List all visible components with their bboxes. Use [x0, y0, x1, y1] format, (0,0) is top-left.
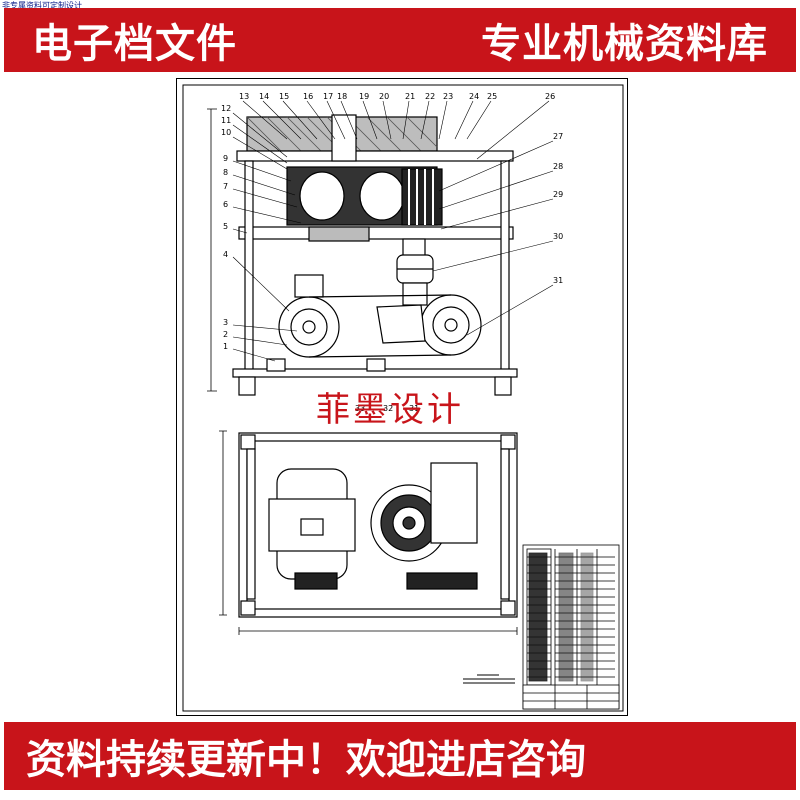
svg-text:21: 21 [405, 92, 415, 101]
banner-right-text: 专业机械资料库 [481, 21, 768, 67]
svg-text:31: 31 [553, 276, 563, 285]
svg-text:25: 25 [487, 92, 497, 101]
watermark-text: 菲墨设计 [316, 390, 464, 430]
reducer [376, 304, 426, 344]
svg-text:11: 11 [221, 116, 231, 125]
svg-text:3: 3 [223, 318, 228, 327]
svg-text:4: 4 [223, 250, 228, 259]
svg-text:23: 23 [443, 92, 453, 101]
svg-text:33: 33 [355, 404, 365, 413]
gearbox [430, 462, 478, 544]
leader-lines [232, 100, 554, 362]
notes-mark [463, 674, 515, 684]
svg-text:5: 5 [223, 222, 228, 231]
svg-text:17: 17 [323, 92, 333, 101]
svg-text:29: 29 [553, 190, 563, 199]
belt [308, 294, 452, 358]
top-banner: 电子档文件 专业机械资料库 [4, 8, 796, 72]
svg-text:26: 26 [545, 92, 555, 101]
main-shaft-top [331, 114, 357, 162]
svg-text:13: 13 [239, 92, 249, 101]
svg-text:22: 22 [425, 92, 435, 101]
top-plate [236, 150, 514, 162]
svg-text:14: 14 [259, 92, 269, 101]
svg-text:31: 31 [409, 404, 419, 413]
middle-plate [238, 226, 514, 240]
svg-text:18: 18 [337, 92, 347, 101]
svg-text:16: 16 [303, 92, 313, 101]
svg-text:28: 28 [553, 162, 563, 171]
svg-text:12: 12 [221, 104, 231, 113]
svg-text:27: 27 [553, 132, 563, 141]
svg-text:10: 10 [221, 128, 231, 137]
svg-text:24: 24 [469, 92, 479, 101]
front-view [207, 108, 518, 396]
svg-text:1: 1 [223, 342, 228, 351]
banner-bottom-text: 资料持续更新中！欢迎进店咨询 [26, 737, 586, 783]
inner-border [182, 84, 624, 712]
svg-text:9: 9 [223, 154, 228, 163]
top-view [219, 430, 518, 635]
svg-text:19: 19 [359, 92, 369, 101]
svg-text:32: 32 [383, 404, 393, 413]
svg-text:15: 15 [279, 92, 289, 101]
banner-left-text: 电子档文件 [32, 21, 237, 67]
svg-text:7: 7 [223, 182, 228, 191]
svg-text:8: 8 [223, 168, 228, 177]
svg-text:2: 2 [223, 330, 228, 339]
svg-text:30: 30 [553, 232, 563, 241]
bottom-banner: 资料持续更新中！欢迎进店咨询 [4, 722, 796, 790]
svg-text:20: 20 [379, 92, 389, 101]
right-column [500, 160, 510, 372]
title-block [522, 544, 620, 710]
caption: 非专属资料可定制设计 [2, 1, 82, 10]
svg-text:6: 6 [223, 200, 228, 209]
